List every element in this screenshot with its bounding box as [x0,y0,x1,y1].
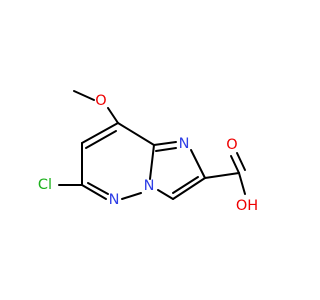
bond-c2-c3 [172,177,206,200]
bond-c2-carboxyl-c [204,172,240,179]
atom-methoxy-oxygen: O [95,93,106,109]
bond-c3-n4 [157,189,174,200]
bond-methyl-oxygen [73,90,95,101]
atom-imidazole-nitrogen: N [179,136,190,152]
bond-carboxyl-c-carbonyl-o-double [236,152,246,171]
atom-carbonyl-oxygen: O [226,137,237,153]
atom-hydroxyl-oxygen: OH [236,198,258,214]
molecule-structure: O N N N Cl O OH [38,90,258,214]
bond-c8a-c8 [117,122,155,146]
bond-c8a-n1-double [155,147,177,152]
bond-c6-n5-double [87,182,109,195]
bond-carboxyl-c-hydroxyl-o [238,172,246,195]
atom-pyridazine-nitrogen: N [109,192,120,208]
atom-chlorine: Cl [38,177,52,193]
bond-n1-c2 [190,149,206,179]
bond-c2-c3-double [172,176,199,194]
bond-c6-n5 [81,184,107,200]
bond-c8a-n1 [153,141,177,146]
bond-c8-c7-double [85,130,117,149]
bond-c8-c7 [81,122,119,144]
bond-oxygen-c8 [107,107,119,124]
bond-layer [58,90,246,200]
atom-label-layer: O N N N Cl O OH [38,93,258,214]
bond-carboxyl-c-carbonyl-o [230,155,240,174]
atom-bridgehead-nitrogen: N [144,178,155,194]
bond-n4-c8a [149,144,155,180]
bond-n5-n4 [121,192,142,200]
